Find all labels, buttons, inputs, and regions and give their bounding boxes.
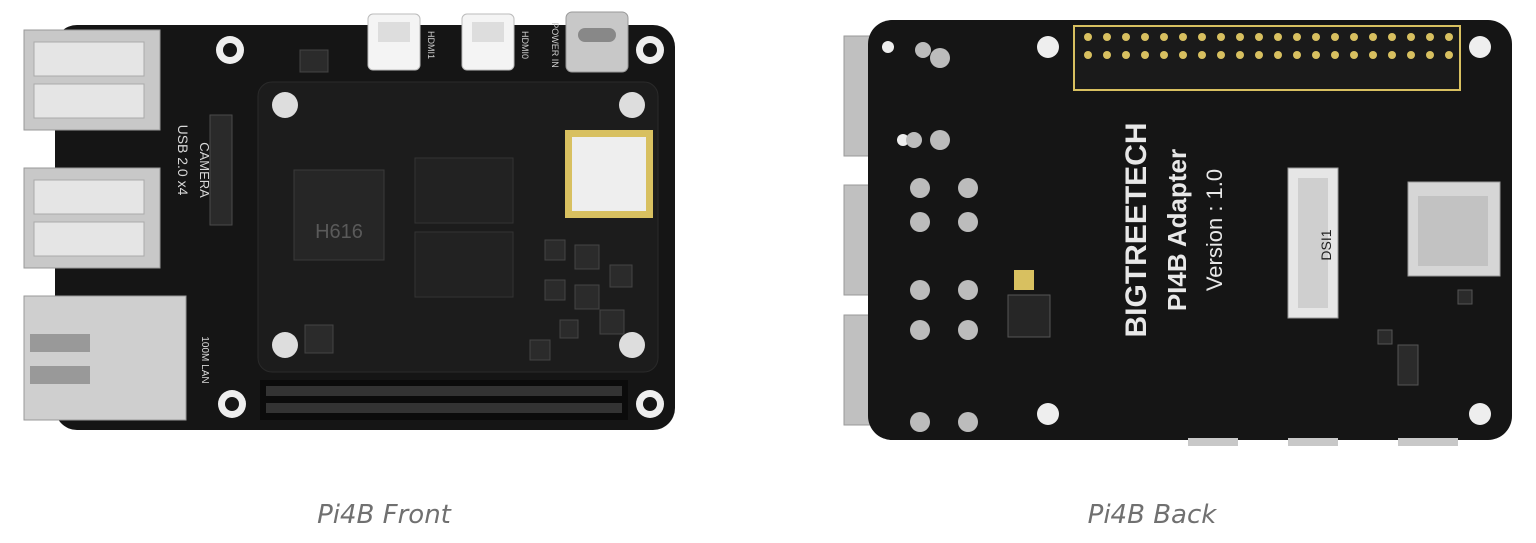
gpio-header-back: [1073, 25, 1461, 91]
usb-port-lower: [23, 167, 161, 269]
camera-connector: [209, 114, 233, 226]
usb-label: USB 2.0 x4: [175, 125, 191, 196]
gpio-pads: [1084, 33, 1453, 59]
mounting-holes: [882, 36, 1491, 425]
ethernet-port: [23, 295, 187, 421]
power-label: POWER IN: [550, 22, 560, 68]
gpio-pins: [266, 386, 622, 413]
soc-chip: [293, 169, 385, 261]
smd-components: [1377, 289, 1473, 386]
through-hole-pads: [906, 42, 978, 432]
usb-port-upper: [23, 29, 161, 131]
mounting-holes: [216, 36, 664, 418]
product-label: PI4B Adapter: [1162, 149, 1192, 311]
lan-label: 100M LAN: [199, 336, 210, 383]
caption-back: Pi4B Back: [1087, 500, 1217, 530]
hdmi1-port: [367, 13, 421, 71]
component: [1014, 270, 1034, 290]
version-label: Version : 1.0: [1202, 169, 1227, 291]
board-back-image: BIGTREETECH PI4B Adapter Version : 1.0 D…: [843, 20, 1512, 446]
hdmi0-label: HDMI0: [520, 31, 530, 59]
board-front-image: H616 CAMERA USB 2.0 x4 100M LAN HDMI1: [23, 11, 675, 430]
ic-chip: [1007, 294, 1051, 338]
hdmi0-port: [461, 13, 515, 71]
caption-front: Pi4B Front: [317, 500, 451, 530]
figure-back: BIGTREETECH PI4B Adapter Version : 1.0 D…: [768, 0, 1536, 543]
ram-chip: [414, 157, 514, 224]
ram-chip: [414, 231, 514, 298]
sd-card-slot: [1407, 181, 1501, 277]
hdmi1-label: HDMI1: [426, 31, 436, 59]
camera-label: CAMERA: [197, 142, 212, 198]
smd-components: [299, 49, 633, 361]
bottom-connectors: [1188, 438, 1458, 446]
dsi-label: DSI1: [1318, 229, 1334, 260]
brand-label: BIGTREETECH: [1120, 122, 1153, 337]
usb-c-port: [565, 11, 629, 73]
figure-front: H616 CAMERA USB 2.0 x4 100M LAN HDMI1: [23, 11, 675, 530]
chip-label: H616: [315, 221, 363, 243]
